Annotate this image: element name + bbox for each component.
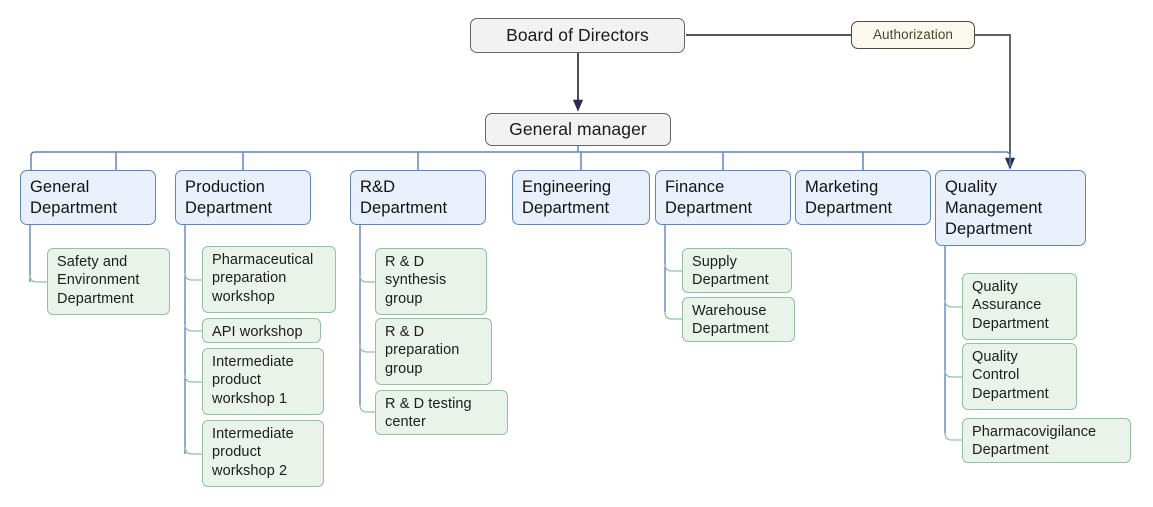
edge-authorization-to-quality-management [975,34,1016,170]
node-finance-department[interactable]: Finance Department [655,170,791,225]
edge-qm-to-quality-assurance [944,299,962,308]
node-production-department[interactable]: Production Department [175,170,311,225]
node-rd-synthesis-group[interactable]: R & D synthesis group [375,248,487,315]
edge-production-to-intermediate-2 [184,446,202,455]
edge-production-to-api [184,323,202,332]
node-authorization[interactable]: Authorization [851,21,975,49]
node-pharmacovigilance-department[interactable]: Pharmacovigilance Department [962,418,1131,463]
node-intermediate-product-workshop-2[interactable]: Intermediate product workshop 2 [202,420,324,487]
edge-rd-to-testing [359,404,375,413]
node-warehouse-department[interactable]: Warehouse Department [682,297,795,342]
edge-rd-to-preparation [359,344,375,353]
node-intermediate-product-workshop-1[interactable]: Intermediate product workshop 1 [202,348,324,415]
edge-qm-to-pharmacovigilance [944,432,962,441]
node-general-department[interactable]: General Department [20,170,156,225]
node-api-workshop[interactable]: API workshop [202,318,321,343]
node-rd-testing-center[interactable]: R & D testing center [375,390,508,435]
node-marketing-department[interactable]: Marketing Department [795,170,931,225]
edge-production-to-pharmaceutical [184,272,202,281]
edge-general-to-safety [29,274,47,283]
node-general-manager[interactable]: General manager [485,113,671,146]
edge-finance-to-warehouse [664,311,682,320]
node-quality-control-department[interactable]: Quality Control Department [962,343,1077,410]
node-supply-department[interactable]: Supply Department [682,248,792,293]
edge-production-to-intermediate-1 [184,374,202,383]
edge-finance-to-supply [664,263,682,272]
node-rd-preparation-group[interactable]: R & D preparation group [375,318,492,385]
node-quality-assurance-department[interactable]: Quality Assurance Department [962,273,1077,340]
node-safety-and-environment-department[interactable]: Safety and Environment Department [47,248,170,315]
node-quality-management-department[interactable]: Quality Management Department [935,170,1086,246]
node-pharmaceutical-preparation-workshop[interactable]: Pharmaceutical preparation workshop [202,246,336,313]
edge-qm-to-quality-control [944,369,962,378]
node-board-of-directors[interactable]: Board of Directors [470,18,685,53]
node-engineering-department[interactable]: Engineering Department [512,170,650,225]
node-rd-department[interactable]: R&D Department [350,170,486,225]
edge-department-bus [30,151,1011,170]
edge-rd-to-synthesis [359,274,375,283]
